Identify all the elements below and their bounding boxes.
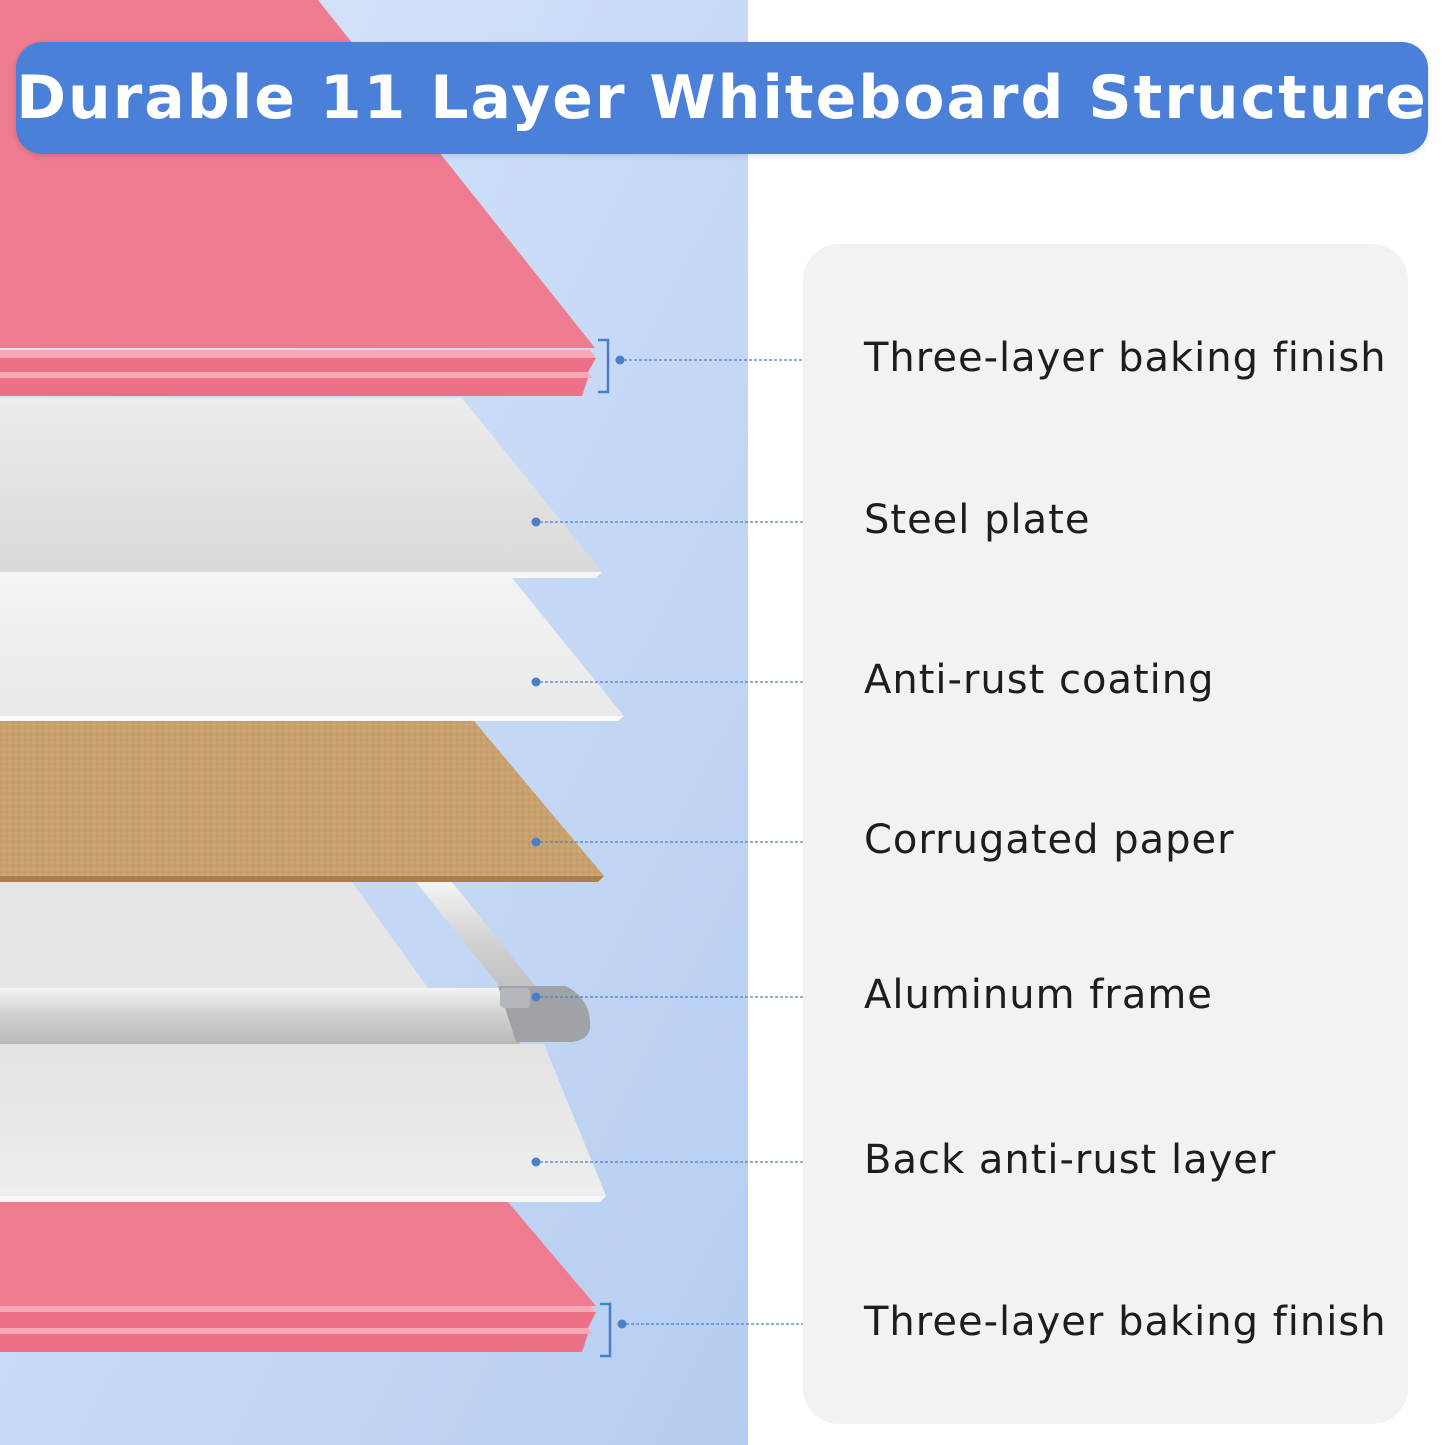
leader-2 xyxy=(531,517,862,527)
page-title: Durable 11 Layer Whiteboard Structure xyxy=(16,63,1428,133)
layer-label-5: Aluminum frame xyxy=(864,972,1213,1018)
label-panel xyxy=(803,244,1408,1424)
layer-bracket xyxy=(600,1302,612,1358)
layer-label-6: Back anti-rust layer xyxy=(864,1137,1277,1183)
leader-1 xyxy=(598,338,862,394)
corrugated-paper-layer xyxy=(0,721,604,876)
aluminum-frame-layer xyxy=(0,882,591,1044)
leader-dot xyxy=(617,1319,627,1329)
layer-label-7: Three-layer baking finish xyxy=(864,1299,1387,1345)
back-anti-rust-layer xyxy=(0,1044,606,1196)
layer-label-2: Steel plate xyxy=(864,497,1091,543)
title-banner: Durable 11 Layer Whiteboard Structure xyxy=(16,42,1428,154)
layer-label-3: Anti-rust coating xyxy=(864,657,1215,703)
bottom-baking-finish-layer xyxy=(0,1202,596,1352)
leader-dot xyxy=(531,517,541,527)
leader-3 xyxy=(531,677,862,687)
leader-dot xyxy=(531,992,541,1002)
anti-rust-coating-layer xyxy=(0,578,624,716)
leader-4 xyxy=(531,837,862,847)
leader-dot xyxy=(531,837,541,847)
leader-dot xyxy=(615,355,625,365)
leader-dot xyxy=(531,1157,541,1167)
leader-6 xyxy=(531,1157,862,1167)
leader-dot xyxy=(531,677,541,687)
layer-bracket xyxy=(598,338,610,394)
layer-label-1: Three-layer baking finish xyxy=(864,335,1387,381)
steel-plate-layer xyxy=(0,398,602,572)
layer-label-4: Corrugated paper xyxy=(864,817,1235,863)
leader-5 xyxy=(531,992,862,1002)
